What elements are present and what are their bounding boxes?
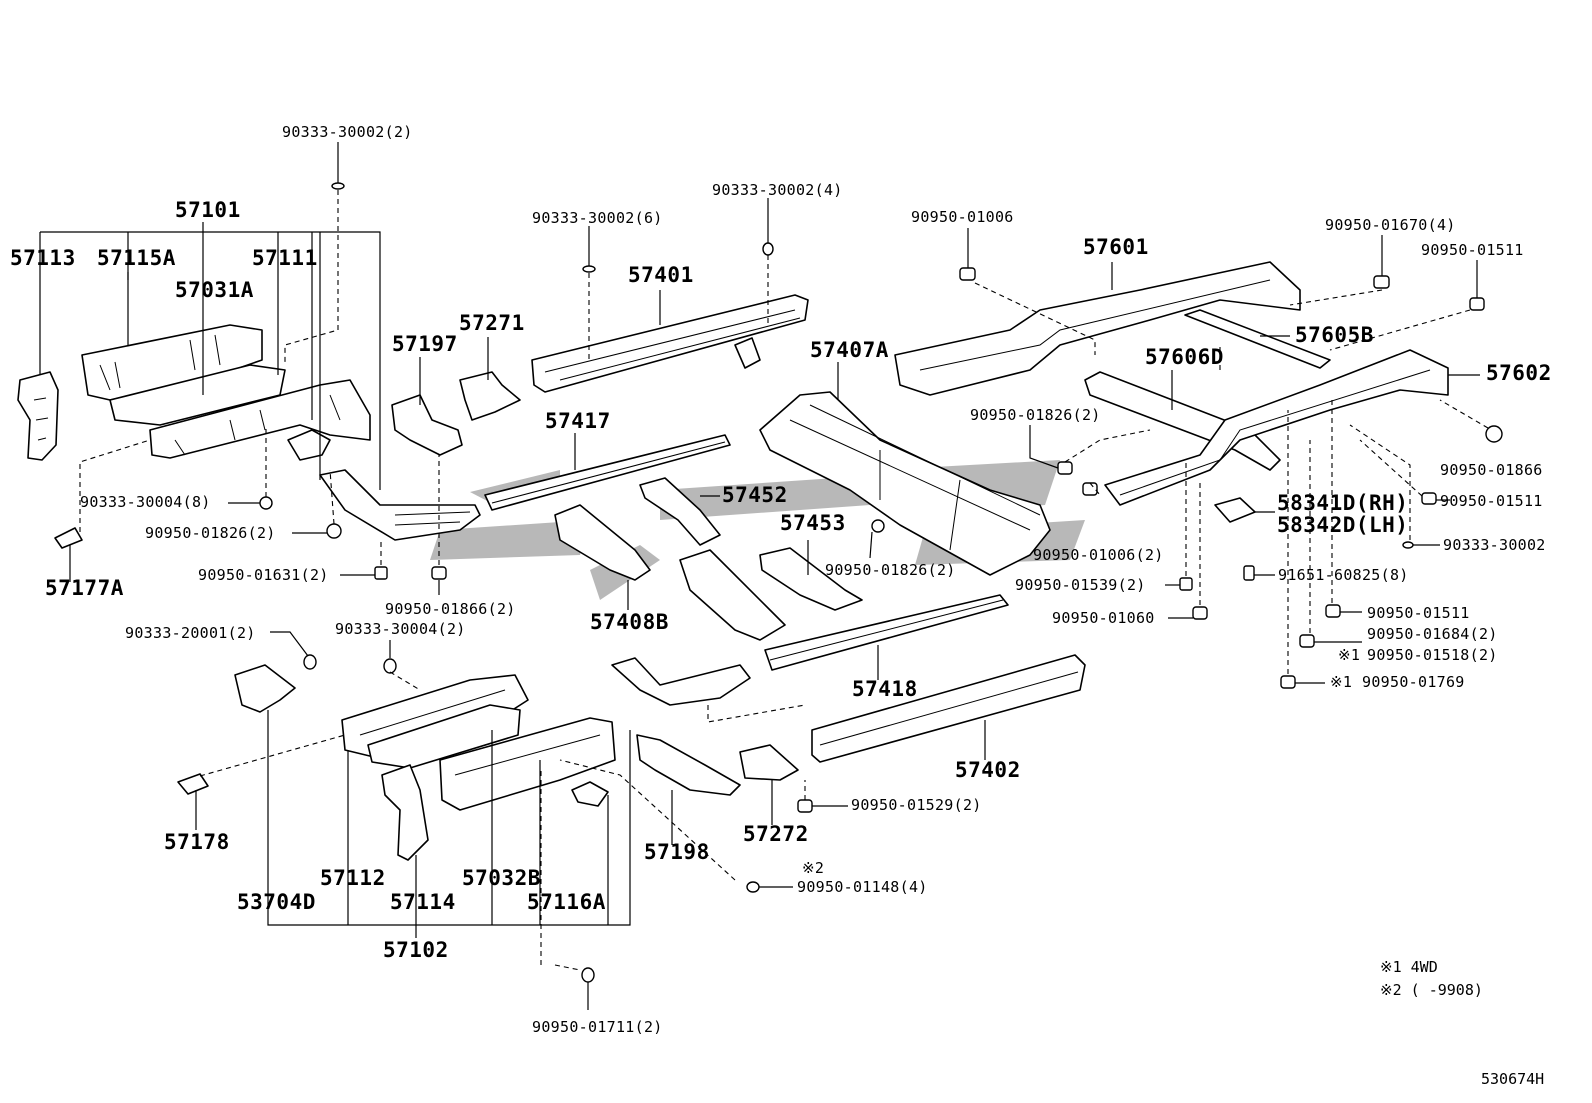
part-small-bracket-a: [287, 429, 331, 461]
label-57198: 57198: [644, 840, 710, 864]
part-57198-bracket: [636, 734, 741, 796]
part-57197-bracket: [391, 394, 463, 456]
fastener-label: 90950-01006(2): [1033, 546, 1164, 564]
part-57114-bracket: [381, 764, 429, 861]
label-58342D: 58342D(LH): [1277, 513, 1409, 537]
fastener-label: 90333-30004(2): [335, 620, 466, 638]
fastener-label: 90950-01511: [1367, 604, 1470, 622]
label-57111: 57111: [252, 246, 318, 270]
fastener-label: 90950-01529(2): [851, 796, 982, 814]
leader-lines: [39, 142, 1480, 1010]
part-57111-side-member: [149, 379, 371, 459]
fastener-label: 90950-01511: [1421, 241, 1524, 259]
fastener-label: 90333-30002(2): [282, 123, 413, 141]
label-57113: 57113: [10, 246, 76, 270]
fastener-label: 90950-01866(2): [385, 600, 516, 618]
part-57605B-crossmember: [1184, 309, 1331, 369]
label-57116A: 57116A: [527, 890, 606, 914]
reference-code: 530674H: [1481, 1070, 1545, 1088]
part-58341D-bracket: [1214, 497, 1256, 523]
label-57197: 57197: [392, 332, 458, 356]
part-57418-sill: [764, 594, 1009, 671]
fastener-label: 90333-30004(8): [80, 493, 211, 511]
part-57271-bracket: [459, 371, 521, 421]
part-57601-frame-rh: [894, 261, 1301, 396]
fastener-label: 90950-01518(2): [1367, 646, 1498, 664]
applicability-mark: ※1: [1338, 646, 1361, 664]
fastener-label: 91651-60825(8): [1278, 566, 1409, 584]
label-57401: 57401: [628, 263, 694, 287]
label-53704D: 53704D: [237, 890, 316, 914]
fasteners: [259, 182, 1503, 983]
label-57606D: 57606D: [1145, 345, 1224, 369]
fastener-label: 90950-01684(2): [1367, 625, 1498, 643]
part-57032B-member: [367, 704, 521, 769]
part-57417-sill: [484, 434, 731, 511]
label-57272: 57272: [743, 822, 809, 846]
part-57602-frame-lh: [1104, 349, 1449, 506]
part-53704D-bracket: [234, 664, 296, 713]
part-57272-bracket: [739, 744, 799, 781]
fastener-label: 90950-01769: [1362, 673, 1465, 691]
label-57407A: 57407A: [810, 338, 889, 362]
fastener-label: 90950-01006: [911, 208, 1014, 226]
label-57102: 57102: [383, 938, 449, 962]
part-57452-crossmember: [639, 477, 721, 546]
part-57408B-rear: [679, 549, 786, 641]
label-57402: 57402: [955, 758, 1021, 782]
fastener-label: 90950-01511: [1440, 492, 1543, 510]
label-57112: 57112: [320, 866, 386, 890]
part-57116A-extension: [611, 657, 751, 706]
part-57407A-floor: [759, 391, 1051, 576]
dashed-alignment-lines: [79, 190, 1489, 971]
fastener-label: 90333-20001(2): [125, 624, 256, 642]
part-57177A-plate: [54, 527, 83, 549]
part-57113-bracket: [17, 371, 59, 461]
label-57601: 57601: [1083, 235, 1149, 259]
label-57605B: 57605B: [1295, 323, 1374, 347]
fastener-label: 90333-30002(6): [532, 209, 663, 227]
fastener-label: 90950-01631(2): [198, 566, 329, 584]
label-57602: 57602: [1486, 361, 1552, 385]
applicability-mark: ※2: [802, 859, 825, 877]
part-57402-rocker: [811, 654, 1086, 763]
fastener-label: 90950-01670(4): [1325, 216, 1456, 234]
part-57116A-rail: [439, 717, 616, 811]
label-57417: 57417: [545, 409, 611, 433]
part-small-bracket-b: [571, 781, 609, 807]
label-57101: 57101: [175, 198, 241, 222]
label-57177A: 57177A: [45, 576, 124, 600]
label-57453: 57453: [780, 511, 846, 535]
part-57111-extension: [319, 469, 481, 541]
label-57032B: 57032B: [462, 866, 541, 890]
fastener-label: 90950-01826(2): [825, 561, 956, 579]
part-57408B-crossmember: [554, 504, 651, 581]
fastener-label: 90333-30002(4): [712, 181, 843, 199]
label-57452: 57452: [722, 483, 788, 507]
label-57031A: 57031A: [175, 278, 254, 302]
fastener-label: 90950-01826(2): [970, 406, 1101, 424]
fastener-label: 90950-01826(2): [145, 524, 276, 542]
part-57401-rocker: [531, 294, 809, 393]
label-58341D: 58341D(RH): [1277, 491, 1409, 515]
label-57115A: 57115A: [97, 246, 176, 270]
part-57178-plate: [177, 773, 209, 795]
part-57453-crossmember: [759, 547, 863, 611]
footnote-date: ※2 ( -9908): [1380, 981, 1483, 999]
footnote-4wd: ※1 4WD: [1380, 958, 1438, 976]
fastener-label: 90950-01148(4): [797, 878, 928, 896]
label-57271: 57271: [459, 311, 525, 335]
applicability-mark: ※1: [1330, 673, 1353, 691]
fastener-label: 90950-01866: [1440, 461, 1543, 479]
label-57408B: 57408B: [590, 610, 669, 634]
fastener-label: 90950-01711(2): [532, 1018, 663, 1036]
label-57114: 57114: [390, 890, 456, 914]
fastener-label: 90333-30002: [1443, 536, 1546, 554]
label-57418: 57418: [852, 677, 918, 701]
fastener-label: 90950-01060: [1052, 609, 1155, 627]
label-57178: 57178: [164, 830, 230, 854]
fastener-label: 90950-01539(2): [1015, 576, 1146, 594]
